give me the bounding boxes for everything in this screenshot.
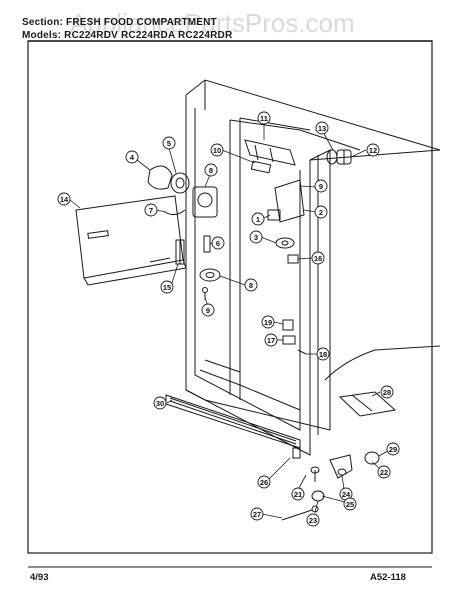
callout-21: 19	[261, 315, 275, 329]
fan-and-screws	[199, 235, 221, 300]
callout-25: 25	[343, 497, 357, 511]
lower-hinge	[324, 345, 441, 417]
svg-text:23: 23	[309, 516, 317, 525]
control-rod	[164, 209, 186, 216]
cabinet-liner	[185, 79, 441, 456]
svg-text:26: 26	[260, 478, 268, 487]
svg-text:27: 27	[253, 510, 261, 519]
svg-text:30: 30	[156, 399, 164, 408]
callout-1: 1	[251, 212, 265, 226]
callout-18: 16	[311, 251, 325, 265]
kickplate-grille	[165, 394, 301, 449]
callout-13: 11	[257, 111, 271, 125]
svg-text:10: 10	[213, 146, 221, 155]
callout-23b: 23	[306, 513, 320, 527]
hinge-bracket	[175, 239, 185, 265]
svg-text:21: 21	[294, 490, 302, 499]
svg-text:8: 8	[249, 281, 253, 290]
callout-26: 26	[257, 475, 271, 489]
callout-2: 2	[314, 205, 328, 219]
callout-4: 4	[125, 150, 139, 164]
callout-16: 14	[57, 192, 71, 206]
svg-text:14: 14	[60, 195, 69, 204]
callout-30: 30	[153, 396, 167, 410]
damper-control	[192, 186, 218, 218]
svg-text:4: 4	[130, 153, 135, 162]
svg-text:1: 1	[256, 215, 260, 224]
callout-15: 13	[315, 121, 329, 135]
door-switch	[282, 319, 307, 355]
callout-11: 9	[314, 179, 328, 193]
section-title: Section: FRESH FOOD COMPARTMENT	[22, 17, 217, 28]
callout-20: 18	[316, 347, 330, 361]
svg-text:8: 8	[209, 166, 213, 175]
callout-29: 29	[386, 442, 400, 456]
callout-23: 22	[377, 465, 391, 479]
svg-text:6: 6	[216, 239, 220, 248]
models-line: Models: RC224RDV RC224RDA RC224RDR	[22, 30, 233, 41]
svg-text:9: 9	[206, 306, 210, 315]
svg-text:7: 7	[149, 206, 153, 215]
callout-14: 12	[366, 143, 380, 157]
callout-8: 8	[204, 163, 218, 177]
svg-text:28: 28	[383, 388, 391, 397]
leader-lines	[69, 123, 389, 519]
callout-17: 15	[160, 280, 174, 294]
callout-9: 8	[244, 278, 258, 292]
svg-text:29: 29	[389, 445, 397, 454]
svg-text:17: 17	[267, 336, 275, 345]
svg-text:11: 11	[260, 114, 268, 123]
svg-text:22: 22	[380, 468, 388, 477]
callout-6: 6	[211, 236, 225, 250]
light-assembly	[244, 139, 305, 264]
thermostat-parts	[147, 165, 190, 194]
callout-bubbles: 11 10 13 12 9 2 1 3 16 4 5 8 7 14 15 6 8…	[57, 111, 400, 527]
callout-7: 7	[144, 203, 158, 217]
callout-22: 21	[291, 487, 305, 501]
revision-date: 4/93	[30, 572, 49, 583]
svg-text:16: 16	[314, 254, 322, 263]
svg-text:19: 19	[264, 318, 272, 327]
svg-text:12: 12	[369, 146, 377, 155]
crisper-cover	[75, 195, 187, 286]
callout-12: 10	[210, 143, 224, 157]
svg-text:25: 25	[346, 500, 354, 509]
diagram-code: A52-118	[370, 572, 406, 583]
callout-19: 17	[264, 333, 278, 347]
callout-5: 5	[162, 136, 176, 150]
svg-text:15: 15	[163, 283, 171, 292]
svg-text:5: 5	[167, 139, 171, 148]
svg-text:9: 9	[319, 182, 323, 191]
svg-text:24: 24	[342, 490, 351, 499]
callout-10: 9	[201, 303, 215, 317]
bottom-hardware	[281, 447, 380, 521]
svg-text:18: 18	[319, 350, 327, 359]
callout-28: 28	[380, 385, 394, 399]
callout-3: 3	[249, 230, 263, 244]
callout-27: 27	[250, 507, 264, 521]
svg-text:3: 3	[254, 233, 258, 242]
svg-text:2: 2	[319, 208, 323, 217]
svg-text:13: 13	[318, 124, 326, 133]
